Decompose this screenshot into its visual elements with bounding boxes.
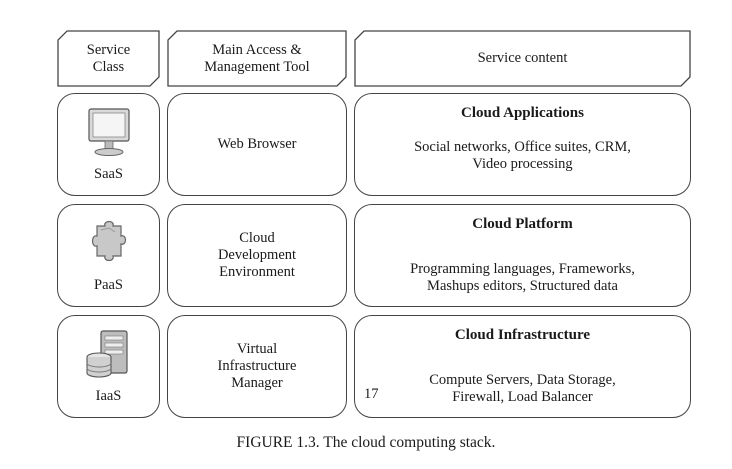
service-class-label: SaaS <box>94 166 123 182</box>
access-tool-paas: Cloud Development Environment <box>167 204 347 307</box>
service-content-line: Compute Servers, Data Storage, <box>429 372 616 388</box>
header-service-content: Service content <box>354 30 691 87</box>
page-number: 17 <box>364 386 379 402</box>
figure-caption: FIGURE 1.3. The cloud computing stack. <box>236 434 496 451</box>
header-access-tool-line1: Main Access & <box>212 41 302 58</box>
service-content-line: Programming languages, Frameworks, <box>410 261 635 277</box>
header-access-tool: Main Access & Management Tool <box>167 30 347 87</box>
header-service-class-line2: Class <box>92 58 125 75</box>
service-content-title: Cloud Applications <box>461 105 584 121</box>
service-content-line: Social networks, Office suites, CRM, <box>414 139 631 155</box>
service-content-line: Video processing <box>472 156 573 172</box>
header-access-tool-line2: Management Tool <box>204 58 310 75</box>
access-tool-line: Development <box>217 247 297 263</box>
server-database-icon <box>85 330 128 378</box>
service-content-line: Firewall, Load Balancer <box>452 389 593 405</box>
service-content-iaas: Cloud Infrastructure Compute Servers, Da… <box>354 315 691 418</box>
service-class-iaas: IaaS <box>57 315 160 418</box>
service-class-label: IaaS <box>95 388 122 404</box>
access-tool-line: Environment <box>219 264 295 280</box>
service-content-title: Cloud Infrastructure <box>454 327 591 343</box>
access-tool-saas: Web Browser <box>167 93 347 196</box>
service-class-saas: SaaS <box>57 93 160 196</box>
service-content-line: Mashups editors, Structured data <box>427 278 618 294</box>
service-content-title: Cloud Platform <box>472 216 573 232</box>
service-class-label: PaaS <box>94 277 123 293</box>
monitor-icon <box>87 108 130 156</box>
access-tool-line: Infrastructure <box>217 358 297 374</box>
service-content-saas: Cloud Applications Social networks, Offi… <box>354 93 691 196</box>
access-tool-line: Virtual <box>236 341 278 357</box>
header-frame <box>167 30 347 87</box>
header-frame <box>354 30 691 87</box>
service-class-paas: PaaS <box>57 204 160 307</box>
header-service-class: Service Class <box>57 30 160 87</box>
access-tool-line: Manager <box>231 375 283 391</box>
access-tool-line: Web Browser <box>217 136 297 152</box>
puzzle-piece-icon <box>91 220 126 262</box>
access-tool-line: Cloud <box>239 230 275 246</box>
header-service-class-line1: Service <box>86 41 131 58</box>
access-tool-iaas: Virtual Infrastructure Manager <box>167 315 347 418</box>
service-content-paas: Cloud Platform Programming languages, Fr… <box>354 204 691 307</box>
header-service-content-label: Service content <box>477 50 568 66</box>
header-frame <box>57 30 160 87</box>
